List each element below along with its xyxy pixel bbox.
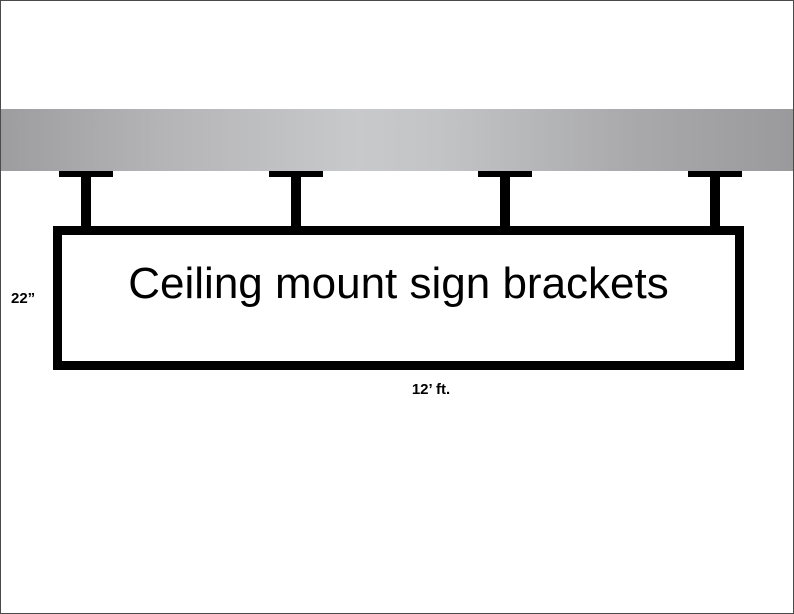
bracket-rod bbox=[81, 177, 91, 228]
bracket-plate bbox=[688, 171, 742, 177]
bracket-rod bbox=[500, 177, 510, 228]
ceiling-bracket bbox=[269, 171, 323, 228]
ceiling-beam bbox=[1, 109, 793, 171]
ceiling-bracket bbox=[59, 171, 113, 228]
bracket-plate bbox=[59, 171, 113, 177]
bracket-rod bbox=[291, 177, 301, 228]
height-dimension-label: 22” bbox=[11, 290, 36, 307]
bracket-plate bbox=[478, 171, 532, 177]
bracket-plate bbox=[269, 171, 323, 177]
width-dimension-label: 12’ ft. bbox=[411, 381, 451, 398]
ceiling-bracket bbox=[688, 171, 742, 228]
sign-panel: Ceiling mount sign brackets bbox=[53, 226, 744, 370]
ceiling-bracket bbox=[478, 171, 532, 228]
bracket-rod bbox=[710, 177, 720, 228]
sign-text: Ceiling mount sign brackets bbox=[128, 259, 669, 308]
